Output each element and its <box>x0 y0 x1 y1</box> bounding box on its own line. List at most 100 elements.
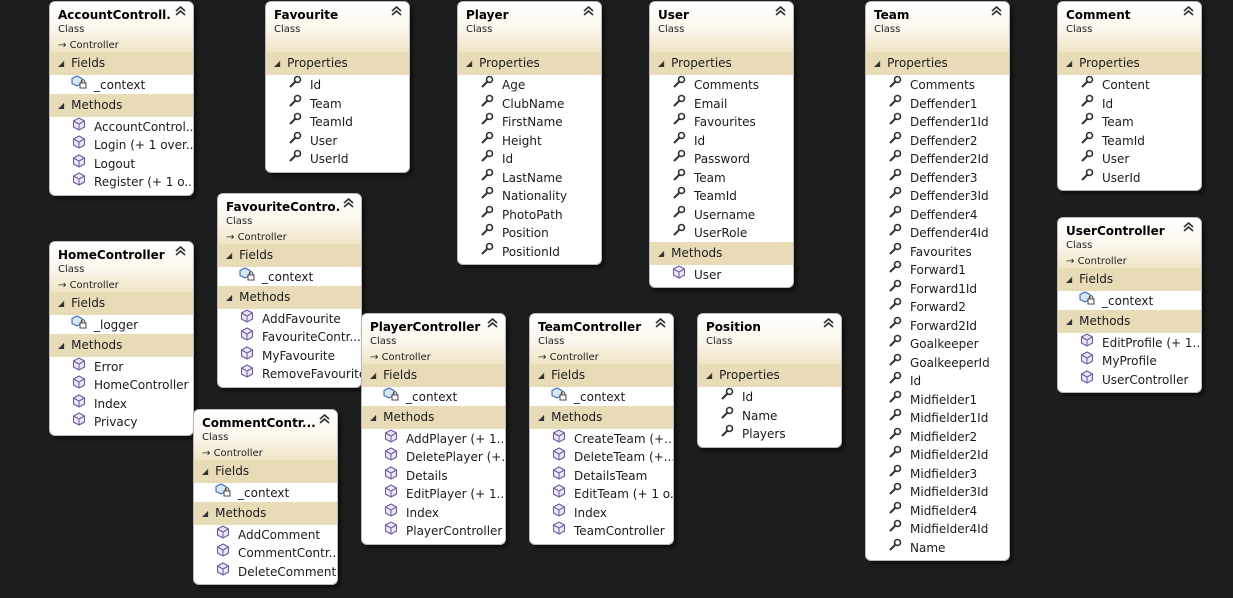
prop-item[interactable]: Midfielder1Id <box>866 408 1009 427</box>
fields-section-header[interactable]: ◢Fields <box>194 460 337 483</box>
fields-section-header[interactable]: ◢Fields <box>1058 268 1201 291</box>
prop-item[interactable]: Name <box>866 538 1009 557</box>
meth-item[interactable]: AddFavourite <box>218 308 361 328</box>
prop-item[interactable]: Midfielder3 <box>866 464 1009 483</box>
prop-item[interactable]: Id <box>650 131 793 150</box>
prop-item[interactable]: Content <box>1058 75 1201 94</box>
fields-section-header[interactable]: ◢Fields <box>50 292 193 315</box>
methods-section-header[interactable]: ◢Methods <box>194 501 337 525</box>
meth-item[interactable]: EditProfile (+ 1... <box>1058 332 1201 352</box>
prop-item[interactable]: TeamId <box>1058 131 1201 150</box>
collapse-icon[interactable] <box>391 5 402 19</box>
prop-item[interactable]: Midfielder4Id <box>866 519 1009 538</box>
collapse-icon[interactable] <box>319 413 330 427</box>
meth-item[interactable]: DetailsTeam <box>530 465 673 485</box>
field-item[interactable]: _context <box>194 483 337 502</box>
prop-item[interactable]: Id <box>698 387 841 406</box>
properties-section-header[interactable]: ◢Properties <box>866 52 1009 75</box>
meth-item[interactable]: AddComment <box>194 524 337 544</box>
properties-section-header[interactable]: ◢Properties <box>1058 52 1201 75</box>
field-item[interactable]: _context <box>50 75 193 94</box>
fields-section-header[interactable]: ◢Fields <box>218 244 361 267</box>
prop-item[interactable]: Players <box>698 424 841 443</box>
collapse-icon[interactable] <box>823 317 834 331</box>
prop-item[interactable]: Midfielder3Id <box>866 482 1009 501</box>
prop-item[interactable]: Id <box>866 371 1009 390</box>
properties-section-header[interactable]: ◢Properties <box>650 52 793 75</box>
prop-item[interactable]: LastName <box>458 168 601 187</box>
meth-item[interactable]: FavouriteContr... <box>218 327 361 346</box>
prop-item[interactable]: Team <box>266 94 409 113</box>
prop-item[interactable]: Deffender2 <box>866 131 1009 150</box>
prop-item[interactable]: User <box>266 131 409 150</box>
meth-item[interactable]: Logout <box>50 153 193 173</box>
meth-item[interactable]: CommentContr... <box>194 543 337 562</box>
prop-item[interactable]: ClubName <box>458 94 601 113</box>
prop-item[interactable]: Height <box>458 131 601 150</box>
prop-item[interactable]: Id <box>1058 94 1201 113</box>
meth-item[interactable]: MyProfile <box>1058 351 1201 370</box>
collapse-icon[interactable] <box>775 5 786 19</box>
prop-item[interactable]: UserRole <box>650 223 793 242</box>
methods-section-header[interactable]: ◢Methods <box>1058 309 1201 333</box>
collapse-icon[interactable] <box>583 5 594 19</box>
prop-item[interactable]: UserId <box>1058 168 1201 187</box>
field-item[interactable]: _context <box>1058 291 1201 310</box>
meth-item[interactable]: Details <box>362 465 505 485</box>
fields-section-header[interactable]: ◢Fields <box>50 52 193 75</box>
account-class-box[interactable]: AccountControll...Class→ Controller◢Fiel… <box>49 1 194 196</box>
prop-item[interactable]: Deffender3 <box>866 168 1009 187</box>
meth-item[interactable]: Login (+ 1 over... <box>50 135 193 154</box>
prop-item[interactable]: PositionId <box>458 242 601 261</box>
meth-item[interactable]: Error <box>50 356 193 376</box>
commentcontroller-class-box[interactable]: CommentContr...Class→ Controller◢Fields_… <box>193 409 338 585</box>
meth-item[interactable]: EditPlayer (+ 1... <box>362 484 505 503</box>
meth-item[interactable]: HomeController <box>50 375 193 394</box>
prop-item[interactable]: Forward1Id <box>866 279 1009 298</box>
prop-item[interactable]: Age <box>458 75 601 94</box>
prop-item[interactable]: Midfielder1 <box>866 390 1009 409</box>
meth-item[interactable]: Index <box>530 502 673 522</box>
prop-item[interactable]: Favourites <box>650 112 793 131</box>
prop-item[interactable]: Forward2Id <box>866 316 1009 335</box>
properties-section-header[interactable]: ◢Properties <box>458 52 601 75</box>
prop-item[interactable]: Midfielder2Id <box>866 445 1009 464</box>
meth-item[interactable]: RemoveFavourite <box>218 364 361 383</box>
meth-item[interactable]: CreateTeam (+... <box>530 428 673 448</box>
prop-item[interactable]: Password <box>650 149 793 168</box>
prop-item[interactable]: Comments <box>866 75 1009 94</box>
prop-item[interactable]: Deffender4Id <box>866 223 1009 242</box>
methods-section-header[interactable]: ◢Methods <box>650 241 793 265</box>
prop-item[interactable]: Forward1 <box>866 260 1009 279</box>
meth-item[interactable]: Index <box>362 502 505 522</box>
meth-item[interactable]: AccountControl... <box>50 116 193 136</box>
meth-item[interactable]: DeleteTeam (+... <box>530 447 673 466</box>
collapse-icon[interactable] <box>1183 5 1194 19</box>
fields-section-header[interactable]: ◢Fields <box>362 364 505 387</box>
methods-section-header[interactable]: ◢Methods <box>530 405 673 429</box>
field-item[interactable]: _context <box>530 387 673 406</box>
collapse-icon[interactable] <box>175 245 186 259</box>
prop-item[interactable]: Username <box>650 205 793 224</box>
prop-item[interactable]: Team <box>650 168 793 187</box>
prop-item[interactable]: FirstName <box>458 112 601 131</box>
field-item[interactable]: _logger <box>50 315 193 334</box>
prop-item[interactable]: Goalkeeper <box>866 334 1009 353</box>
methods-section-header[interactable]: ◢Methods <box>218 285 361 309</box>
properties-section-header[interactable]: ◢Properties <box>266 52 409 75</box>
meth-item[interactable]: Register (+ 1 o... <box>50 172 193 191</box>
prop-item[interactable]: Position <box>458 223 601 242</box>
prop-item[interactable]: Deffender1Id <box>866 112 1009 131</box>
prop-item[interactable]: Id <box>266 75 409 94</box>
prop-item[interactable]: Name <box>698 406 841 425</box>
prop-item[interactable]: Midfielder4 <box>866 501 1009 520</box>
prop-item[interactable]: Comments <box>650 75 793 94</box>
collapse-icon[interactable] <box>655 317 666 331</box>
